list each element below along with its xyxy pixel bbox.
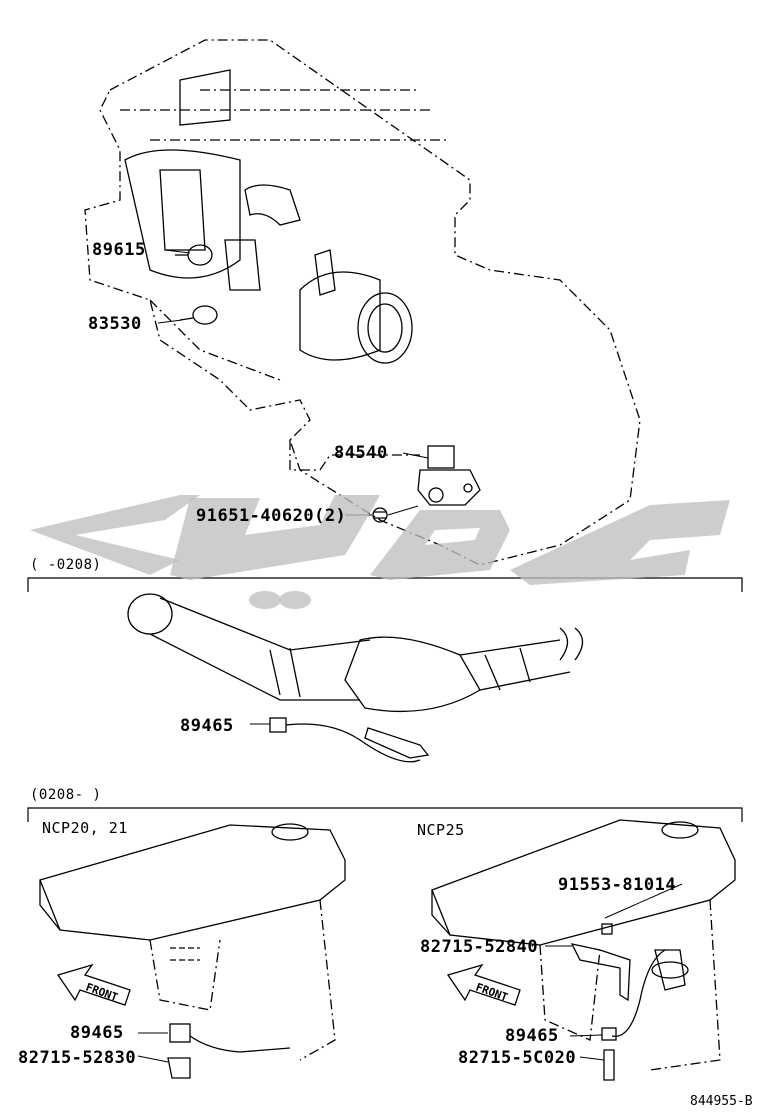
section-label-after-0208: (0208- ): [30, 787, 102, 803]
engine-ncp20-21-illustration: [39, 823, 346, 1061]
subsection-label-ncp25: NCP25: [417, 821, 465, 839]
part-label-89465-before: 89465: [180, 716, 234, 736]
engine-ncp25-illustration: [431, 819, 736, 1071]
part-label-89465-ncp20: 89465: [70, 1023, 124, 1043]
front-arrow-right-icon: [446, 963, 521, 1006]
watermark-logo: [30, 495, 730, 609]
oxygen-sensor-89465-before-illustration: [250, 717, 430, 763]
part-label-82715-5c020: 82715-5C020: [458, 1048, 577, 1068]
section-divider-after-0208: [27, 807, 743, 822]
part-label-82715-52840: 82715-52840: [420, 937, 539, 957]
subsection-label-ncp20-21: NCP20, 21: [42, 819, 128, 837]
part-label-83530: 83530: [88, 314, 142, 334]
part-label-82715-52830: 82715-52830: [18, 1048, 137, 1068]
leader-lines-bottom-right: [545, 883, 683, 1061]
oxygen-sensor-89465-ncp25-illustration: [601, 949, 689, 1081]
part-label-89615: 89615: [92, 240, 146, 260]
exhaust-pipe-illustration: [127, 593, 584, 713]
intake-manifold-illustration: [124, 69, 413, 364]
front-arrow-left-icon: [56, 963, 131, 1006]
knock-sensor-89615-illustration: [175, 244, 213, 266]
part-label-84540: 84540: [334, 443, 388, 463]
sensor-83530-illustration: [179, 305, 218, 325]
illustration-code: 844955-B: [690, 1094, 753, 1109]
section-label-before-0208: ( -0208): [30, 557, 102, 573]
bolt-91651-illustration: [372, 507, 388, 523]
part-label-91553-81014: 91553-81014: [558, 875, 677, 895]
oxygen-sensor-89465-ncp20-illustration: [137, 1023, 291, 1079]
sensor-84540-illustration: [417, 445, 481, 506]
part-label-91651-40620: 91651-40620(2): [196, 506, 347, 526]
bracket-82715-52840-illustration: [570, 923, 631, 1002]
part-label-89465-ncp25: 89465: [505, 1026, 559, 1046]
